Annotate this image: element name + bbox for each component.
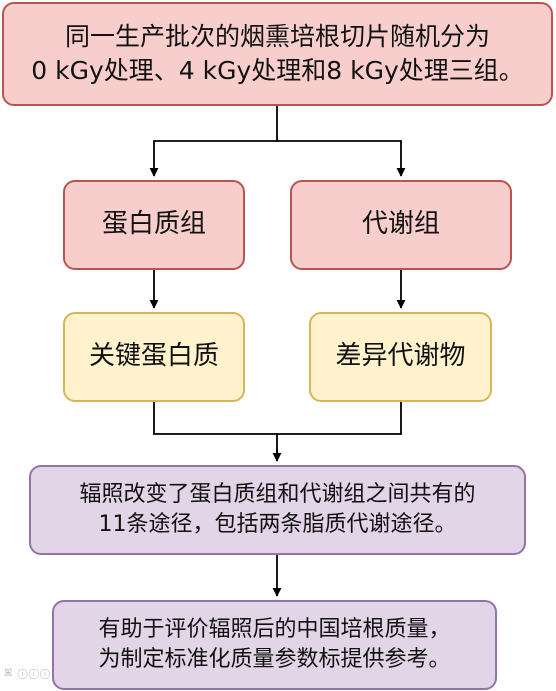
- differential-metabolites-label: 差异代谢物: [335, 341, 466, 372]
- arrow-top-to-metabolite: [277, 140, 406, 177]
- key-protein-label: 关键蛋白质: [88, 341, 219, 372]
- arrow-top-to-protein: [149, 106, 278, 177]
- key-protein-box: 关键蛋白质: [63, 312, 245, 402]
- differential-metabolites-box: 差异代谢物: [309, 312, 492, 402]
- protein-group-label: 蛋白质组: [101, 209, 206, 240]
- top-process-box: 同一生产批次的烟熏培根切片随机分为 0 kGy处理、4 kGy处理和8 kGy处…: [2, 2, 553, 106]
- protein-group-box: 蛋白质组: [63, 180, 245, 270]
- metabolite-group-box: 代谢组: [290, 180, 512, 270]
- arrow-merge-to-middle: [153, 402, 402, 462]
- top-process-text: 同一生产批次的烟熏培根切片随机分为 0 kGy处理、4 kGy处理和8 kGy处…: [31, 22, 524, 85]
- conclusion-box: 有助于评价辐照后的中国培根质量， 为制定标准化质量参数标提供参考。: [52, 600, 497, 690]
- shared-pathways-text: 辐照改变了蛋白质组和代谢组之间共有的 11条途径，包括两条脂质代谢途径。: [79, 482, 476, 537]
- shared-pathways-box: 辐照改变了蛋白质组和代谢组之间共有的 11条途径，包括两条脂质代谢途径。: [29, 465, 526, 555]
- watermark: ꕤ ⓘⓘⓘ: [4, 668, 52, 679]
- conclusion-text: 有助于评价辐照后的中国培根质量， 为制定标准化质量参数标提供参考。: [98, 617, 451, 672]
- metabolite-group-label: 代谢组: [361, 209, 440, 240]
